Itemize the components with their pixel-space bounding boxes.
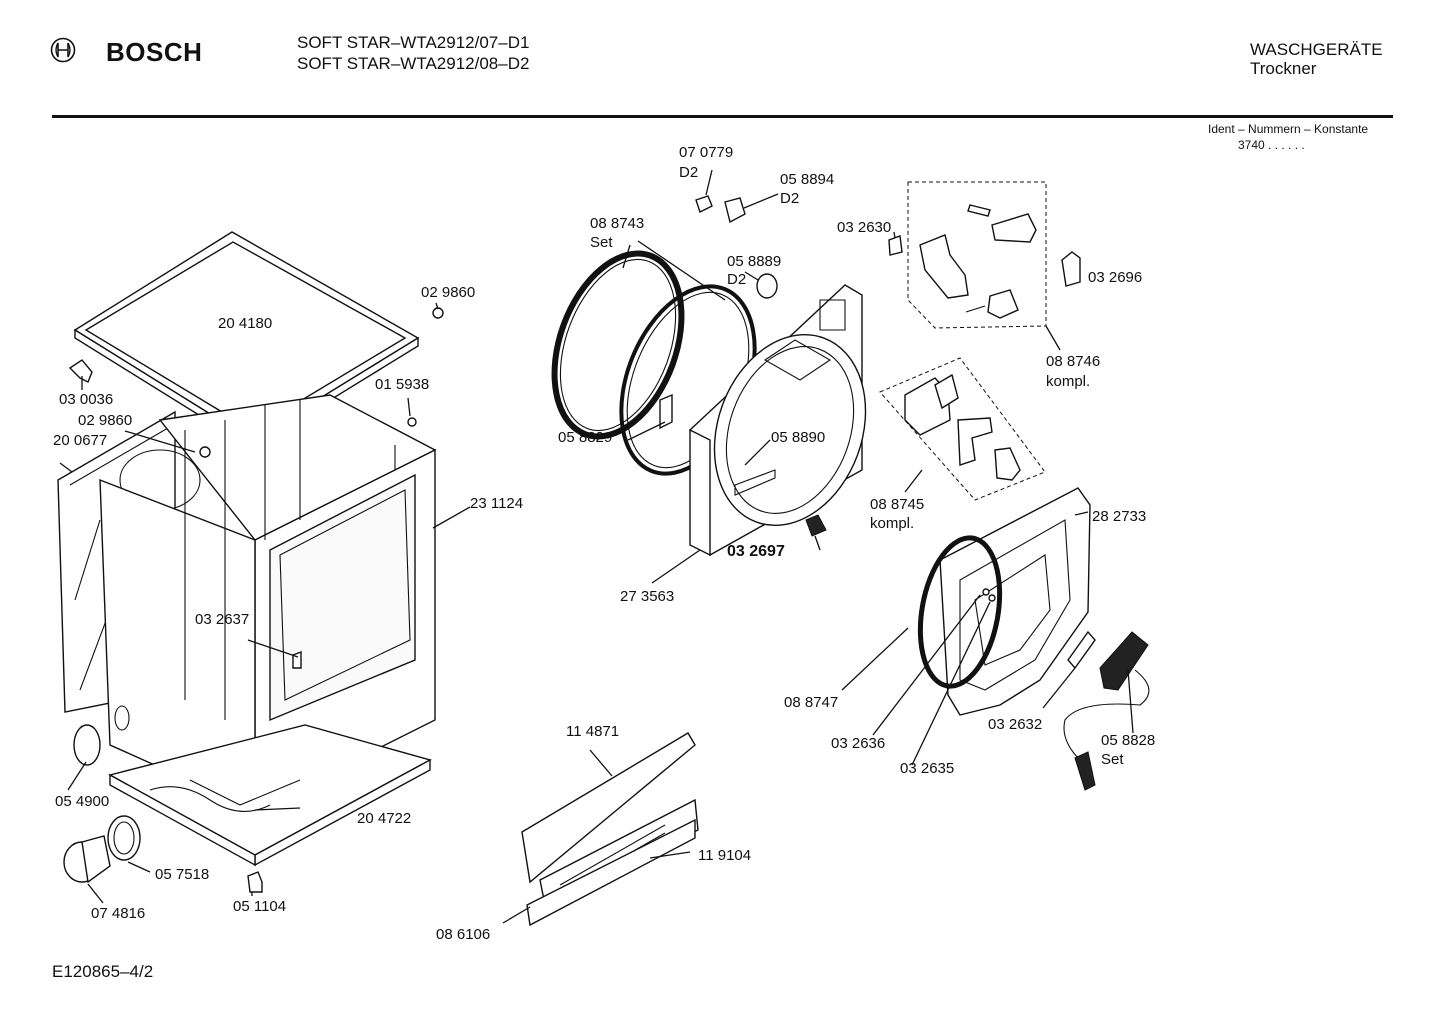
label-part: 03 0036 xyxy=(59,391,113,408)
door-hinge-ring-part xyxy=(107,815,141,861)
brand-name: BOSCH xyxy=(106,37,203,67)
label-part: 08 8746 xyxy=(1046,353,1100,370)
base-plate-part xyxy=(108,724,432,867)
label-part: 05 8828 xyxy=(1101,732,1155,749)
door-frame-part xyxy=(917,487,1091,716)
module-kit-parts xyxy=(904,373,1021,481)
label-part: 20 4722 xyxy=(357,810,411,827)
pin-part xyxy=(695,195,713,213)
label-part: 23 1124 xyxy=(470,495,523,512)
label-part: 05 8894 xyxy=(780,171,834,188)
ident-label: Ident – Nummern – Konstante xyxy=(1208,122,1369,136)
label-part: 03 2637 xyxy=(195,611,249,628)
model-line-1: SOFT STAR–WTA2912/07–D1 xyxy=(297,33,530,52)
label-part: 08 8745 xyxy=(870,496,924,513)
label-note: Set xyxy=(1101,751,1124,768)
label-part: 28 2733 xyxy=(1092,508,1146,525)
bushing-part xyxy=(756,273,778,299)
category-label: WASCHGERÄTE xyxy=(1250,40,1383,59)
label-part: 20 4180 xyxy=(218,315,272,332)
label-variant: D2 xyxy=(679,164,698,181)
label-note: kompl. xyxy=(870,515,914,532)
label-part: 07 4816 xyxy=(91,905,145,922)
control-panel-parts xyxy=(521,732,699,927)
label-part: 02 9860 xyxy=(421,284,475,301)
seal-clip-part xyxy=(659,393,673,430)
door-handle-insert-part xyxy=(1067,630,1096,670)
model-line-2: SOFT STAR–WTA2912/08–D2 xyxy=(297,54,530,73)
label-part: 05 8829 xyxy=(558,429,612,446)
subcategory-label: Trockner xyxy=(1250,59,1317,78)
label-part: 05 4900 xyxy=(55,793,109,810)
label-part: 11 4871 xyxy=(566,723,619,740)
bosch-logo-icon xyxy=(50,37,76,63)
drawing-number: E120865–4/2 xyxy=(52,962,154,981)
label-part: 05 8890 xyxy=(771,429,825,446)
label-part: 27 3563 xyxy=(620,588,674,605)
label-part: 02 9860 xyxy=(78,412,132,429)
label-part: 11 9104 xyxy=(698,847,751,864)
label-note: Set xyxy=(590,234,613,251)
label-variant: D2 xyxy=(727,271,746,288)
label-variant: D2 xyxy=(780,190,799,207)
sensor-part xyxy=(724,197,746,224)
label-part: 07 0779 xyxy=(679,144,733,161)
exhaust-nozzle-part xyxy=(63,835,111,884)
label-part: 03 2635 xyxy=(900,760,954,777)
label-part: 08 8743 xyxy=(590,215,644,232)
connector-part xyxy=(805,514,827,537)
label-part-highlight: 03 2697 xyxy=(727,543,785,560)
label-part: 03 2632 xyxy=(988,716,1042,733)
small-parts-left xyxy=(63,307,444,893)
label-part: 03 2636 xyxy=(831,735,885,752)
label-part: 05 1104 xyxy=(233,898,286,915)
label-note: kompl. xyxy=(1046,373,1090,390)
label-part: 20 0677 xyxy=(53,432,107,449)
label-part: 03 2630 xyxy=(837,219,891,236)
ident-value: 3740 . . . . . . xyxy=(1238,138,1305,152)
header-rule xyxy=(52,115,1393,118)
label-part: 05 8889 xyxy=(727,253,781,270)
label-part: 08 6106 xyxy=(436,926,490,943)
label-part: 01 5938 xyxy=(375,376,429,393)
switch-kit-parts xyxy=(888,204,1081,319)
door-handle-set-part xyxy=(1063,631,1150,791)
label-part: 08 8747 xyxy=(784,694,838,711)
cabinet-frame-part xyxy=(99,394,437,812)
label-part: 03 2696 xyxy=(1088,269,1142,286)
label-part: 05 7518 xyxy=(155,866,209,883)
rear-panel-part xyxy=(689,284,867,557)
